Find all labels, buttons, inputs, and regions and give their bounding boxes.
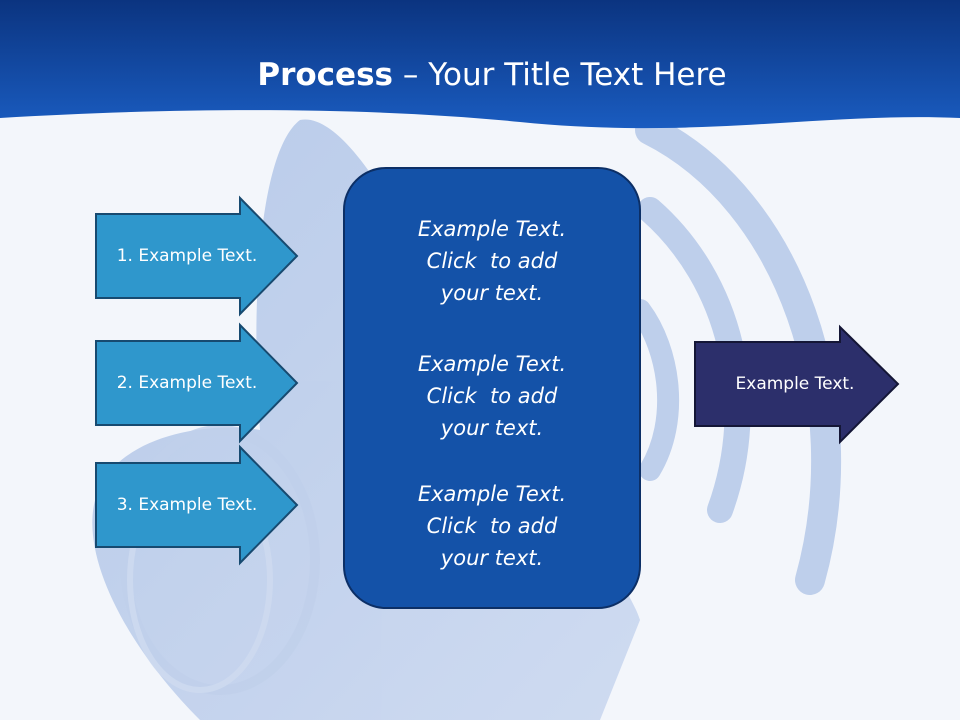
title-bold: Process xyxy=(257,57,393,93)
right-arrow-shape xyxy=(694,324,900,445)
header-band xyxy=(0,0,960,129)
center-item-line: your text. xyxy=(440,546,544,570)
left-arrow-label-3[interactable]: 3. Example Text. xyxy=(116,495,258,515)
left-arrows xyxy=(95,195,299,566)
title-rest: Your Title Text Here xyxy=(428,57,727,93)
center-item-line: your text. xyxy=(440,416,544,440)
center-box xyxy=(343,167,641,609)
right-arrow-label[interactable]: Example Text. xyxy=(735,374,855,394)
center-box-item-2[interactable]: Example Text. Click to add your text. xyxy=(344,348,640,444)
center-item-line: your text. xyxy=(440,281,544,305)
center-box-item-3[interactable]: Example Text. Click to add your text. xyxy=(344,478,640,574)
center-item-line: Example Text. xyxy=(417,482,567,506)
center-item-line: Example Text. xyxy=(417,352,567,376)
title-separator: – xyxy=(393,57,429,93)
center-item-line: Click to add xyxy=(426,514,558,538)
left-arrow-label-1[interactable]: 1. Example Text. xyxy=(116,246,258,266)
center-item-line: Example Text. xyxy=(417,217,567,241)
arrow-shape-1 xyxy=(95,195,299,317)
center-box-item-1[interactable]: Example Text. Click to add your text. xyxy=(344,213,640,309)
left-arrow-label-2[interactable]: 2. Example Text. xyxy=(116,373,258,393)
page-title: Process – Your Title Text Here xyxy=(0,54,960,96)
arrow-shape-3 xyxy=(95,444,299,566)
center-item-line: Click to add xyxy=(426,384,558,408)
center-item-line: Click to add xyxy=(426,249,558,273)
arrow-shape-2 xyxy=(95,322,299,444)
